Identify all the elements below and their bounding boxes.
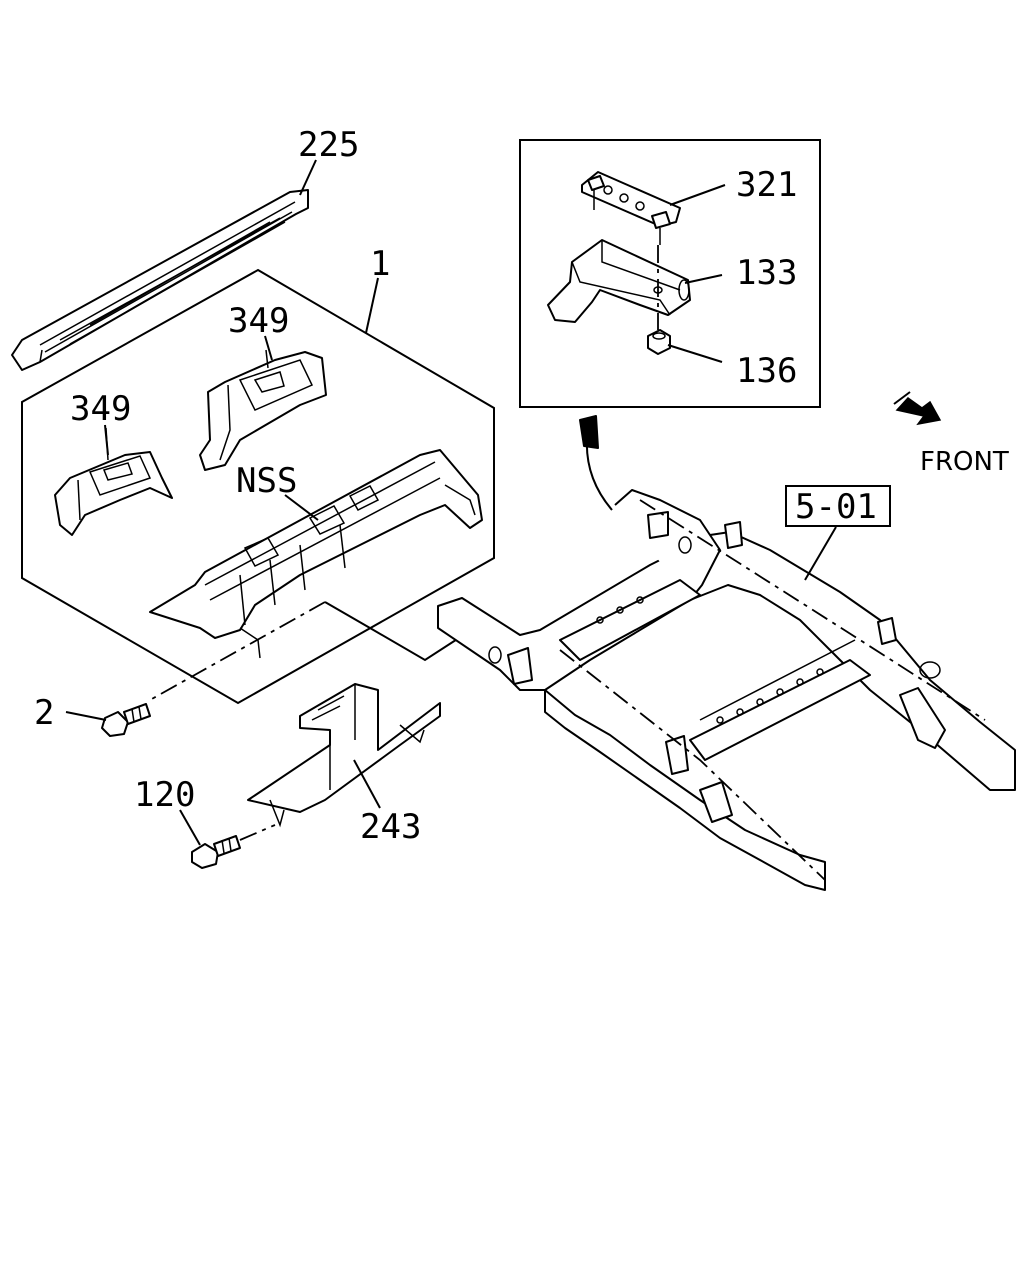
leader-243 xyxy=(353,759,381,809)
leader-321 xyxy=(669,184,726,206)
callout-2: 2 xyxy=(34,693,54,733)
part-nss-crossmember xyxy=(149,449,483,659)
part-243-bracket xyxy=(247,683,441,828)
part-136-nut xyxy=(647,329,671,355)
leader-5-01 xyxy=(804,526,837,581)
front-label: FRONT xyxy=(920,447,1009,477)
front-arrow-icon xyxy=(893,391,942,426)
detail-inset-box xyxy=(519,139,821,408)
callout-1: 1 xyxy=(370,244,390,284)
leader-349-upper xyxy=(264,335,273,361)
callout-349-upper: 349 xyxy=(228,301,289,341)
leader-2 xyxy=(65,711,107,721)
vehicle-frame xyxy=(437,489,1016,891)
centerline-120 xyxy=(239,824,276,841)
leader-assembly-to-frame xyxy=(324,601,463,662)
leader-120 xyxy=(179,809,201,846)
part-2-bolt xyxy=(101,703,151,737)
leader-136 xyxy=(667,344,723,363)
leader-133 xyxy=(684,274,723,284)
assembly-1-outline xyxy=(21,268,495,705)
ref-5-01-box xyxy=(785,485,891,527)
leader-nss xyxy=(284,494,319,521)
callout-225: 225 xyxy=(298,125,359,165)
part-120-bolt xyxy=(191,835,241,869)
callout-nss: NSS xyxy=(236,461,297,501)
inset-pointer-tip xyxy=(579,415,599,449)
callout-120: 120 xyxy=(134,775,195,815)
leader-225 xyxy=(299,159,317,196)
callout-5-01: 5-01 xyxy=(795,487,877,527)
part-349-upper xyxy=(199,349,327,471)
callout-321: 321 xyxy=(736,165,797,205)
callout-349-lower: 349 xyxy=(70,389,131,429)
part-225-rail xyxy=(11,189,309,371)
callout-136: 136 xyxy=(736,351,797,391)
part-133-bracket xyxy=(547,239,691,330)
leader-1 xyxy=(365,277,379,334)
part-321-plate xyxy=(581,171,681,245)
leader-349-lower xyxy=(104,424,109,456)
callout-243: 243 xyxy=(360,807,421,847)
callout-133: 133 xyxy=(736,253,797,293)
part-349-lower xyxy=(54,427,173,536)
